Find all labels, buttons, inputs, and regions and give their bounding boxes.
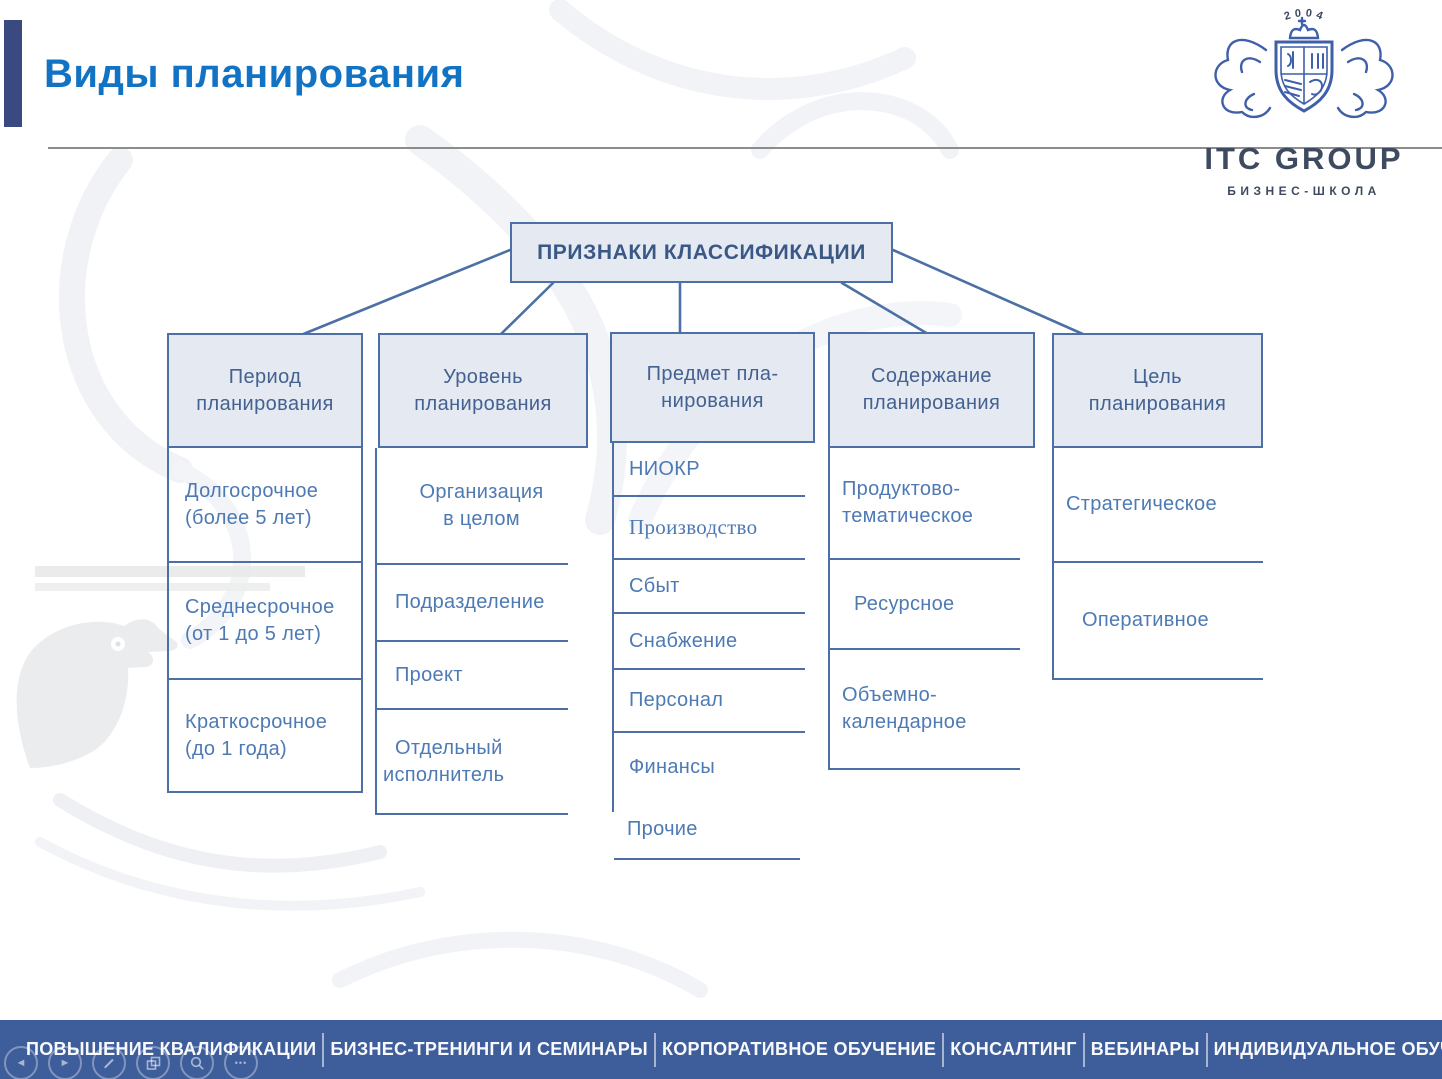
list-item: Финансы (629, 756, 716, 778)
footer-divider (942, 1032, 945, 1067)
presenter-controls: ◄ ► ••• (4, 1046, 258, 1079)
list-item: Организация в целом (377, 448, 568, 565)
list-item: Среднесрочное (от 1 до 5 лет) (169, 563, 361, 680)
list-item: Снабжение (614, 614, 805, 670)
list-item: Объемно- календарное (830, 650, 1020, 770)
column-body-content: Продуктово- тематическое Ресурсное Объем… (828, 448, 1020, 770)
pen-icon (104, 1058, 114, 1069)
column-header-goal: Цель планирования (1052, 333, 1263, 448)
see-all-slides-icon (146, 1056, 160, 1070)
list-item: Прочие (627, 817, 698, 840)
pen-tools-button[interactable] (92, 1046, 126, 1079)
column-header-level: Уровень планирования (378, 333, 588, 448)
page-title: Виды планирования (44, 52, 465, 96)
footer-item-consulting: КОНСАЛТИНГ (950, 1039, 1077, 1059)
footer-item-trainings: БИЗНЕС-ТРЕНИНГИ И СЕМИНАРЫ (330, 1039, 648, 1059)
title-accent-bar (4, 20, 22, 127)
list-item: Долгосрочное (более 5 лет) (169, 448, 361, 563)
next-slide-icon: ► (59, 1057, 71, 1069)
footer-divider (1082, 1032, 1085, 1067)
column-header-content: Содержание планирования (828, 332, 1035, 448)
list-item: Сбыт (614, 560, 805, 614)
border-stub (612, 804, 614, 812)
title-divider-line (48, 147, 1442, 149)
footer-item-webinars: ВЕБИНАРЫ (1090, 1039, 1200, 1059)
list-item: Производство (614, 497, 805, 560)
see-all-slides-button[interactable] (136, 1046, 170, 1079)
list-item: Подразделение (377, 565, 568, 642)
previous-slide-button[interactable]: ◄ (4, 1046, 38, 1079)
diagram-root-box: ПРИЗНАКИ КЛАССИФИКАЦИИ (510, 222, 893, 283)
logo-year: 2004 (1283, 7, 1324, 24)
previous-slide-icon: ◄ (15, 1057, 27, 1069)
list-item: Стратегическое (1054, 448, 1263, 563)
list-item: Отдельный исполнитель (377, 710, 568, 815)
list-item: НИОКР (614, 443, 805, 497)
itc-group-logo: 2004 (1190, 2, 1418, 198)
column-body-period: Долгосрочное (более 5 лет) Среднесрочное… (167, 448, 363, 793)
zoom-slide-button[interactable] (180, 1046, 214, 1079)
footer-divider (653, 1032, 656, 1067)
column-body-subject: НИОКР Производство Сбыт Снабжение Персон… (612, 443, 805, 804)
list-item: Оперативное (1054, 563, 1263, 680)
list-item: Краткосрочное (до 1 года) (185, 710, 328, 760)
list-item: Персонал (614, 670, 805, 733)
column-body-level: Организация в целом Подразделение Проект… (375, 448, 568, 815)
column-header-period: Период планирования (167, 333, 363, 448)
svg-text:2004: 2004 (1283, 7, 1328, 24)
column-body-goal: Стратегическое Оперативное (1052, 448, 1263, 680)
column-header-subject: Предмет пла- нирования (610, 332, 815, 443)
list-item: Проект (377, 642, 568, 710)
footer-divider (1205, 1032, 1208, 1067)
next-slide-button[interactable]: ► (48, 1046, 82, 1079)
more-options-button[interactable]: ••• (224, 1046, 258, 1079)
footer-divider (322, 1032, 325, 1067)
magnifier-icon (190, 1056, 204, 1070)
column-bottom-line (614, 858, 800, 860)
crest-icon: 2004 (1214, 7, 1394, 119)
footer-item-individual: ИНДИВИДУАЛЬНОЕ ОБУЧЕНИЕ (1213, 1039, 1442, 1059)
footer-item-corporate: КОРПОРАТИВНОЕ ОБУЧЕНИЕ (661, 1039, 937, 1059)
logo-subtitle: БИЗНЕС-ШКОЛА (1227, 184, 1381, 198)
list-item: Ресурсное (830, 560, 1020, 650)
logo-name: ITC GROUP (1204, 141, 1404, 176)
list-item: Продуктово- тематическое (830, 448, 1020, 560)
more-options-icon: ••• (234, 1058, 248, 1068)
